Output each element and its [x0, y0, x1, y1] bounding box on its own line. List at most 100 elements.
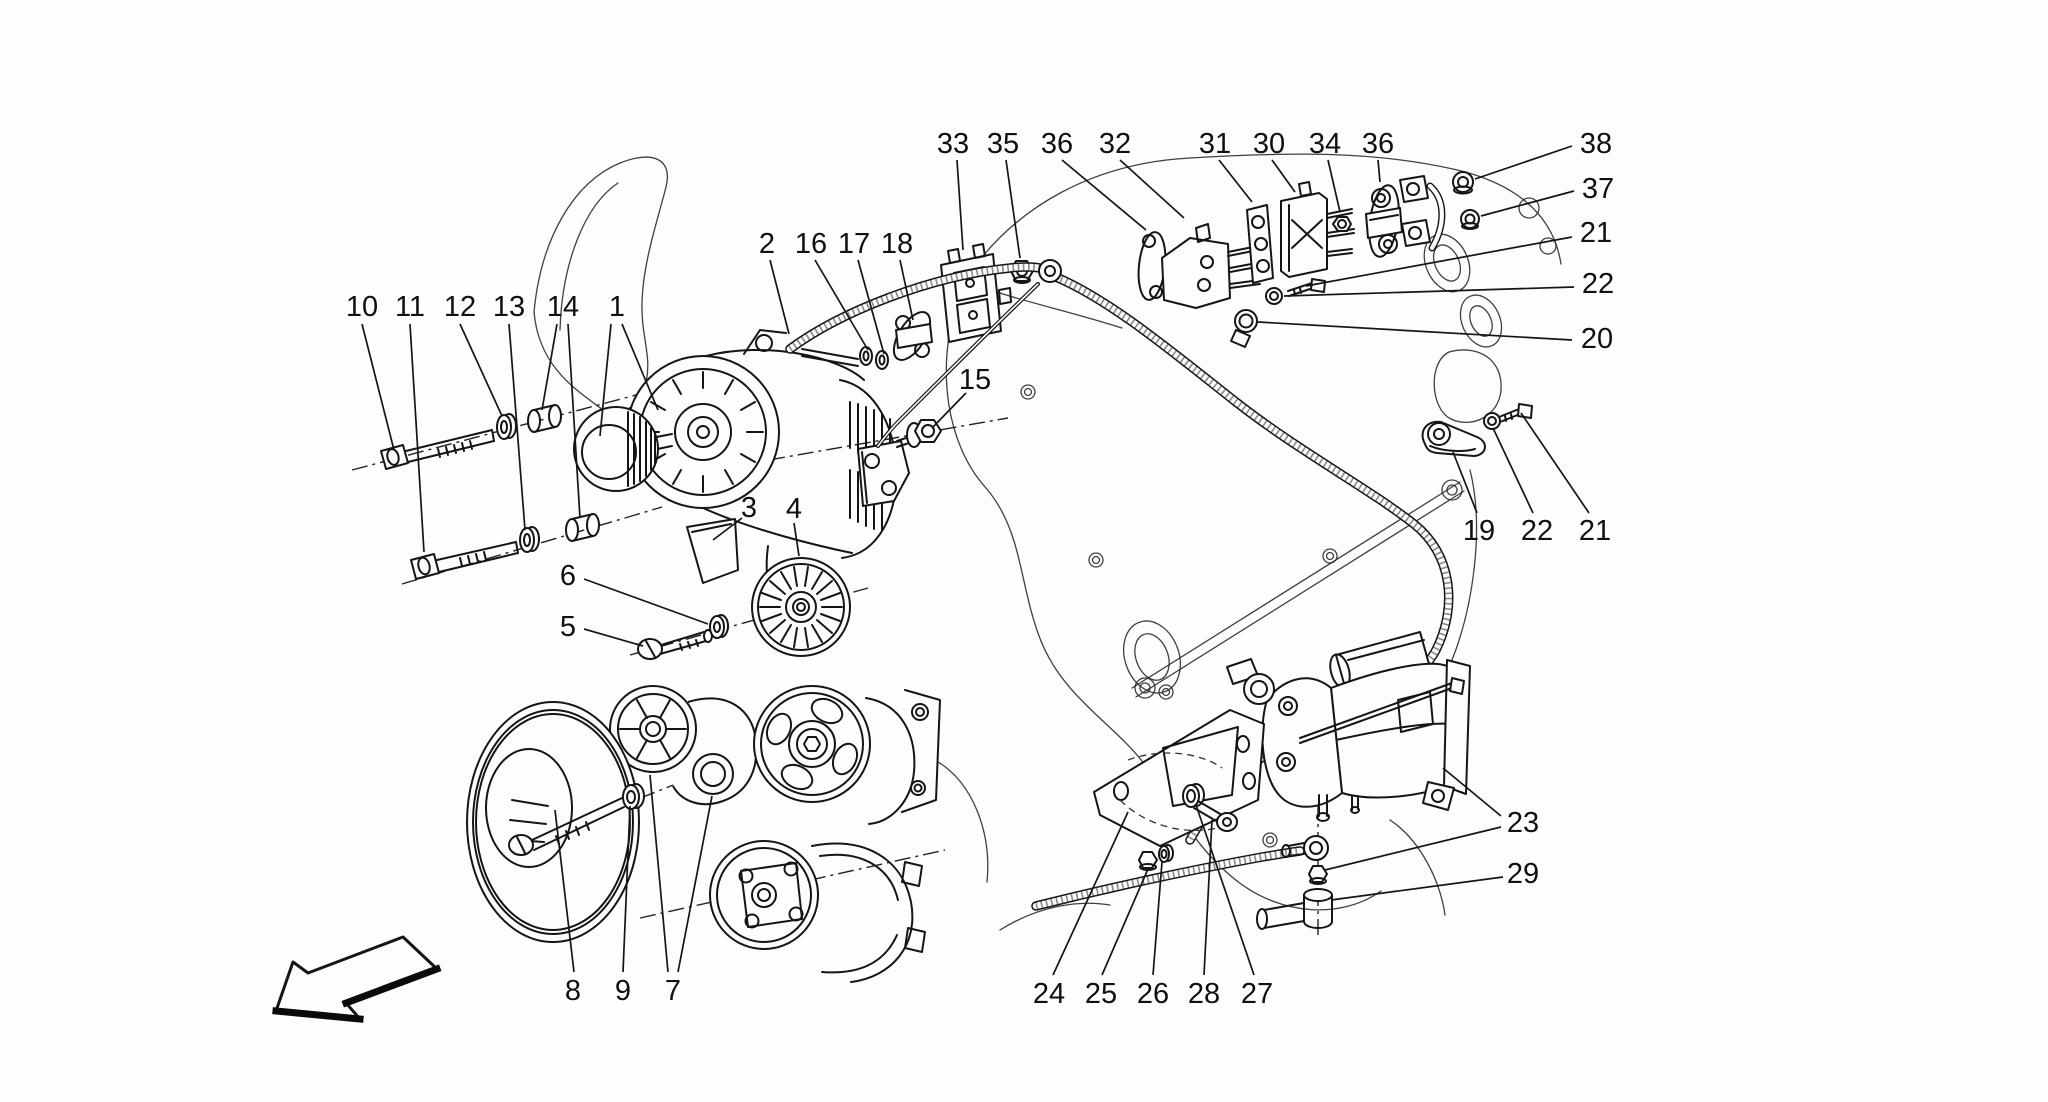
leader-line-10 — [361, 323, 395, 451]
starter-motor-drawing — [1226, 631, 1471, 822]
callout-label-3: 3 — [741, 492, 757, 524]
leader-line-24 — [1052, 811, 1129, 976]
leader-line-14 — [541, 323, 558, 411]
callout-label-28: 28 — [1188, 978, 1220, 1010]
cable-lug-fasteners-drawing — [1421, 403, 1533, 457]
leader-line-20 — [1257, 321, 1573, 341]
callout-label-7: 7 — [665, 975, 681, 1007]
idler-fins — [759, 566, 843, 648]
leader-line-1 — [599, 323, 612, 437]
callout-label-13: 13 — [493, 291, 525, 323]
leader-line-23 — [1324, 826, 1502, 871]
callout-label-26: 26 — [1137, 978, 1169, 1010]
callout-label-5: 5 — [560, 611, 576, 643]
leader-line-26 — [1152, 861, 1163, 976]
callout-label-37: 37 — [1582, 173, 1614, 205]
callout-label-29: 29 — [1507, 858, 1539, 890]
idler-bolt-washer-drawing — [637, 614, 729, 660]
callout-label-21: 21 — [1579, 515, 1611, 547]
callout-label-14: 14 — [547, 291, 579, 323]
callout-label-9: 9 — [615, 975, 631, 1007]
callout-label-4: 4 — [786, 493, 802, 525]
leader-line-21 — [1305, 236, 1573, 287]
leader-line-3 — [712, 517, 743, 541]
leader-line-31 — [1218, 159, 1253, 203]
leader-line-23 — [1442, 767, 1502, 817]
idler-pulley-drawing — [751, 557, 851, 657]
callout-label-19: 19 — [1463, 515, 1495, 547]
callout-label-17: 17 — [838, 228, 870, 260]
callout-label-10: 10 — [346, 291, 378, 323]
callout-label-6: 6 — [560, 560, 576, 592]
callout-label-31: 31 — [1199, 128, 1231, 160]
callout-label-21: 21 — [1580, 217, 1612, 249]
callout-label-1: 1 — [609, 291, 625, 323]
leader-line-11 — [409, 323, 425, 553]
starter-bracket-drawing — [1093, 709, 1265, 871]
leader-line-4 — [793, 522, 800, 557]
alternator-pulley-collar-drawing — [573, 406, 659, 492]
leader-line-1 — [621, 323, 659, 411]
leader-line-25 — [1101, 868, 1149, 976]
leader-line-30 — [1271, 159, 1296, 193]
junction-parts-drawing — [940, 171, 1480, 343]
leader-line-21 — [1520, 412, 1590, 514]
leader-line-37 — [1480, 190, 1575, 217]
callout-label-15: 15 — [959, 364, 991, 396]
callout-label-2: 2 — [759, 228, 775, 260]
cable-clamp-fasteners-drawing — [1230, 278, 1326, 348]
direction-arrow-icon — [272, 935, 442, 1023]
leader-line-22 — [1492, 427, 1534, 514]
leader-line-12 — [459, 323, 503, 417]
leader-line-13 — [508, 323, 526, 531]
leader-line-36 — [1377, 159, 1381, 183]
leader-line-38 — [1474, 145, 1573, 180]
leader-line-9 — [622, 805, 631, 973]
leader-line-32 — [1119, 159, 1185, 219]
leader-line-35 — [1005, 159, 1021, 259]
leader-line-19 — [1452, 451, 1478, 514]
callout-label-35: 35 — [987, 128, 1019, 160]
callout-label-32: 32 — [1099, 128, 1131, 160]
mount-fasteners-drawing — [380, 404, 600, 580]
callout-label-22: 22 — [1521, 515, 1553, 547]
leader-line-27 — [1195, 804, 1255, 976]
callout-label-24: 24 — [1033, 978, 1065, 1010]
callout-label-12: 12 — [444, 291, 476, 323]
shim-plate-drawing — [686, 518, 739, 584]
callout-label-16: 16 — [795, 228, 827, 260]
leader-line-8 — [554, 809, 575, 973]
leader-line-6 — [583, 578, 709, 625]
callout-label-23: 23 — [1507, 807, 1539, 839]
leader-line-7 — [677, 795, 713, 973]
leader-line-7 — [649, 774, 669, 973]
ps-pump-pulley-drawing — [753, 685, 941, 825]
leader-line-17 — [857, 259, 885, 355]
callout-label-38: 38 — [1580, 128, 1612, 160]
tensioner-drawing — [609, 685, 758, 806]
crank-bolt-drawing — [508, 783, 645, 856]
callout-label-36: 36 — [1041, 128, 1073, 160]
leader-line-36 — [1061, 159, 1147, 231]
leader-line-22 — [1283, 286, 1575, 297]
callout-label-8: 8 — [565, 975, 581, 1007]
alternator-drawing — [626, 329, 898, 621]
callout-label-20: 20 — [1581, 323, 1613, 355]
callout-label-36: 36 — [1362, 128, 1394, 160]
leader-line-34 — [1327, 159, 1341, 213]
leader-line-15 — [932, 392, 967, 428]
callout-label-34: 34 — [1309, 128, 1341, 160]
leader-line-14 — [567, 323, 581, 519]
leader-line-5 — [583, 628, 644, 647]
crank-pulley-drawing — [466, 701, 640, 943]
leader-line-18 — [899, 259, 914, 321]
leader-line-16 — [814, 259, 869, 351]
leader-line-33 — [956, 159, 964, 251]
callout-label-30: 30 — [1253, 128, 1285, 160]
leader-line-29 — [1330, 876, 1504, 901]
ac-compressor-drawing — [709, 840, 926, 983]
callout-label-11: 11 — [395, 291, 425, 323]
